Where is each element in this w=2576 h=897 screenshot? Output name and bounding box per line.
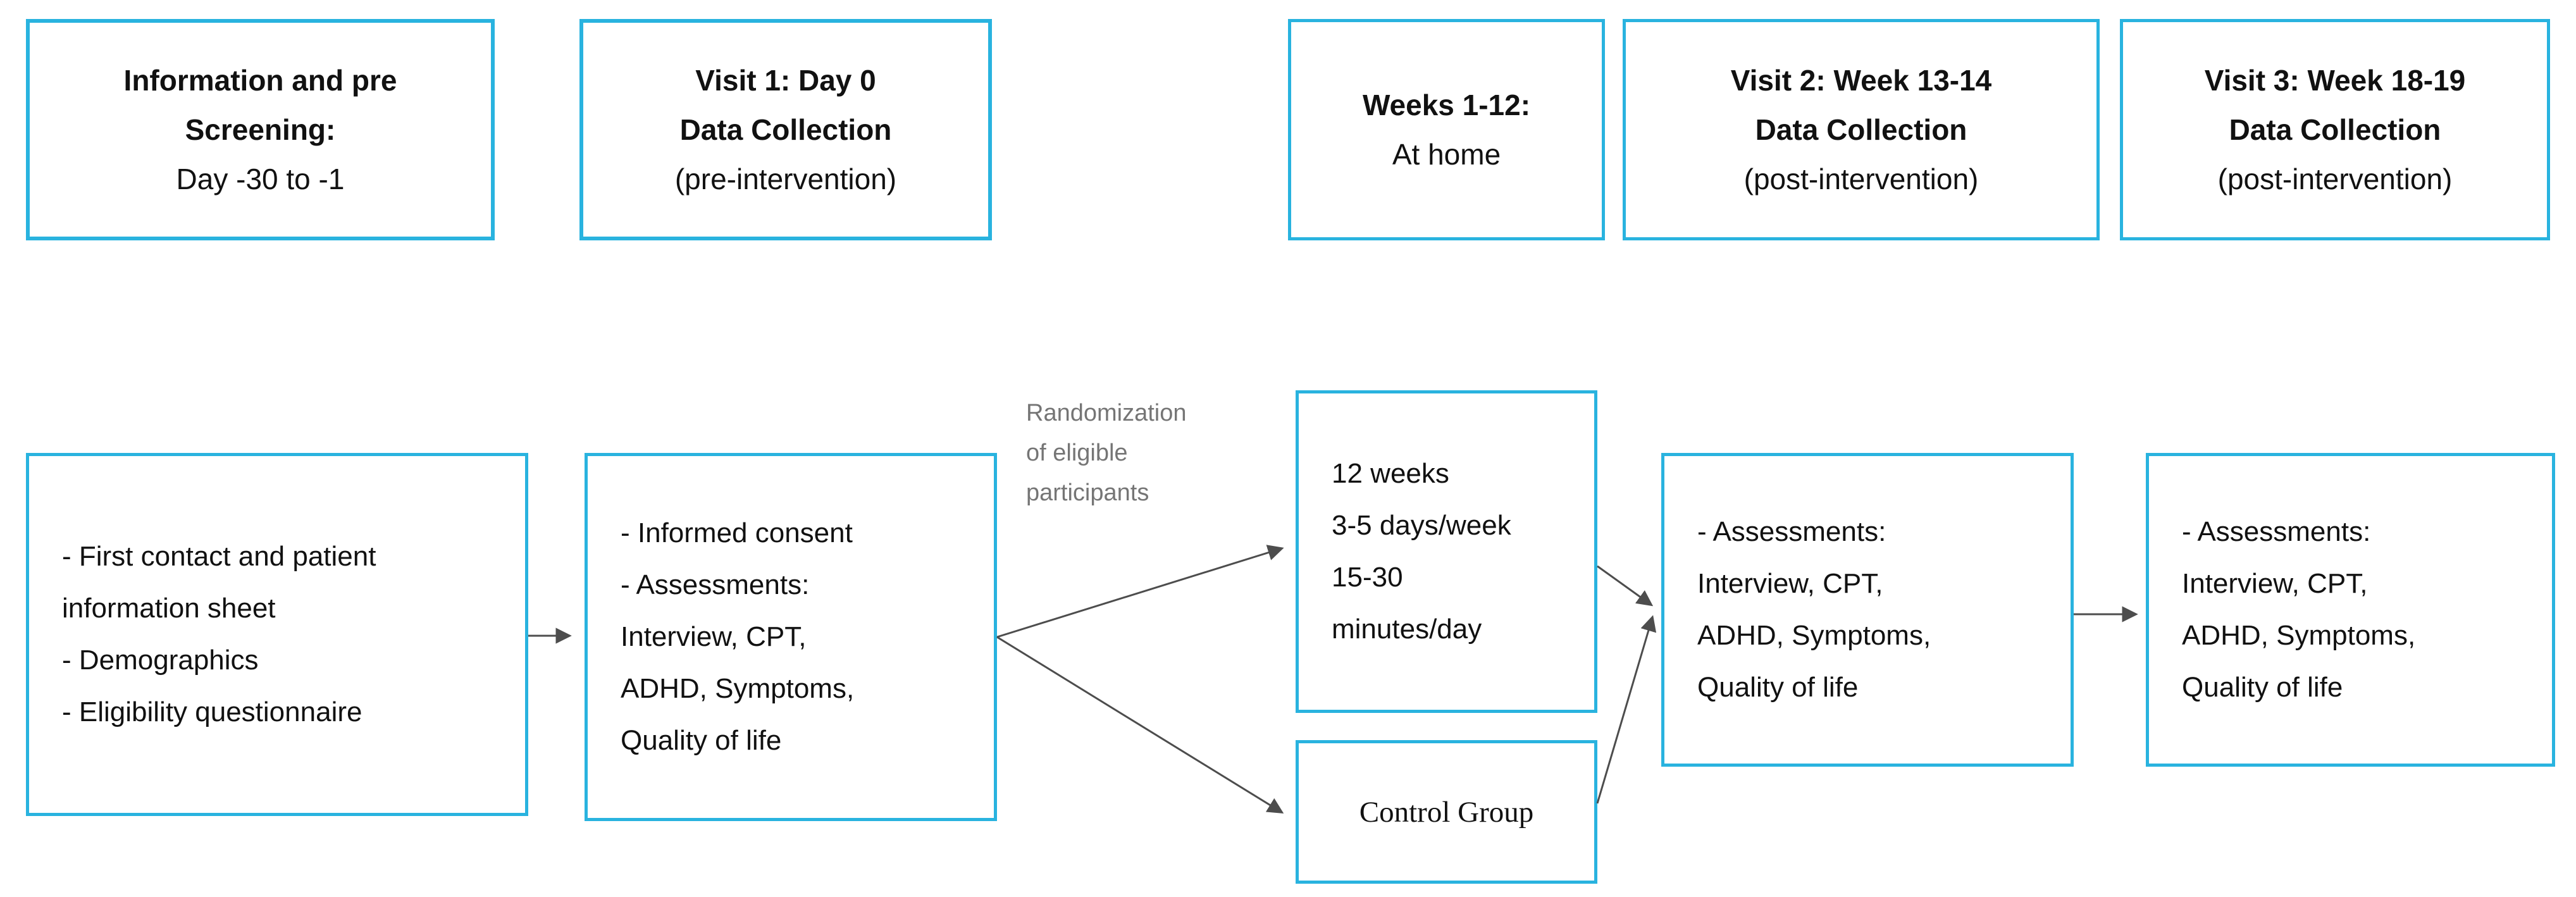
screening-details-box: - First contact and patient information …: [26, 453, 528, 816]
control-group-box: Control Group: [1296, 740, 1597, 884]
detail-line: - Eligibility questionnaire: [62, 696, 362, 727]
header-box-visit2: Visit 2: Week 13-14 Data Collection (pos…: [1623, 19, 2100, 240]
header-line: Visit 3: Week 18-19: [2204, 64, 2466, 97]
visit1-details-box: - Informed consent - Assessments: Interv…: [585, 453, 997, 821]
arrow-randomization-to-control: [996, 636, 1284, 814]
detail-line: - Assessments:: [1697, 516, 1886, 547]
header-line: Visit 1: Day 0: [695, 64, 876, 97]
arrow-randomization-to-intervention: [996, 545, 1284, 638]
randomization-label-line: Randomization: [1026, 400, 1187, 426]
header-line: Information and pre: [123, 64, 397, 97]
detail-line: Quality of life: [2182, 672, 2343, 703]
detail-line: 15-30: [1332, 562, 1403, 593]
visit3-details-box: - Assessments: Interview, CPT, ADHD, Sym…: [2146, 453, 2555, 767]
detail-line: Interview, CPT,: [1697, 568, 1883, 599]
detail-line: 12 weeks: [1332, 458, 1449, 489]
detail-line: Quality of life: [1697, 672, 1859, 703]
header-line: (post-intervention): [1743, 163, 1979, 195]
arrow-control-to-visit2: [1596, 615, 1657, 804]
detail-line: - Informed consent: [621, 517, 853, 548]
header-line: (post-intervention): [2217, 163, 2453, 195]
header-box-visit1: Visit 1: Day 0 Data Collection (pre-inte…: [579, 19, 992, 240]
detail-line: information sheet: [62, 593, 276, 624]
header-line: Data Collection: [2229, 113, 2441, 146]
control-group-label: Control Group: [1359, 795, 1534, 829]
arrow-intervention-to-visit2: [1597, 565, 1654, 607]
detail-line: Interview, CPT,: [621, 621, 807, 652]
randomization-label-line: participants: [1026, 479, 1149, 506]
detail-line: ADHD, Symptoms,: [1697, 620, 1931, 651]
intervention-details-box: 12 weeks 3-5 days/week 15-30 minutes/day: [1296, 390, 1597, 713]
detail-line: ADHD, Symptoms,: [2182, 620, 2416, 651]
header-line: Data Collection: [679, 113, 892, 146]
detail-line: minutes/day: [1332, 614, 1482, 645]
header-line: Screening:: [185, 113, 336, 146]
detail-line: 3-5 days/week: [1332, 510, 1511, 541]
randomization-label-line: of eligible: [1026, 440, 1128, 466]
header-line: Data Collection: [1755, 113, 1967, 146]
detail-line: Interview, CPT,: [2182, 568, 2368, 599]
header-line: Day -30 to -1: [176, 163, 345, 195]
visit2-details-box: - Assessments: Interview, CPT, ADHD, Sym…: [1661, 453, 2074, 767]
detail-line: Quality of life: [621, 725, 782, 756]
header-box-prescreening: Information and pre Screening: Day -30 t…: [26, 19, 495, 240]
detail-line: - First contact and patient: [62, 541, 376, 572]
header-line: Visit 2: Week 13-14: [1730, 64, 1992, 97]
header-line: At home: [1392, 138, 1501, 171]
detail-line: - Assessments:: [621, 569, 810, 600]
randomization-label: Randomization of eligible participants: [1026, 393, 1279, 513]
header-box-visit3: Visit 3: Week 18-19 Data Collection (pos…: [2120, 19, 2550, 240]
header-line: Weeks 1-12:: [1362, 89, 1531, 121]
detail-line: ADHD, Symptoms,: [621, 673, 855, 704]
detail-line: - Demographics: [62, 645, 259, 676]
header-box-weeks-1-12: Weeks 1-12: At home: [1288, 19, 1605, 240]
header-line: (pre-intervention): [674, 163, 897, 195]
detail-line: - Assessments:: [2182, 516, 2371, 547]
